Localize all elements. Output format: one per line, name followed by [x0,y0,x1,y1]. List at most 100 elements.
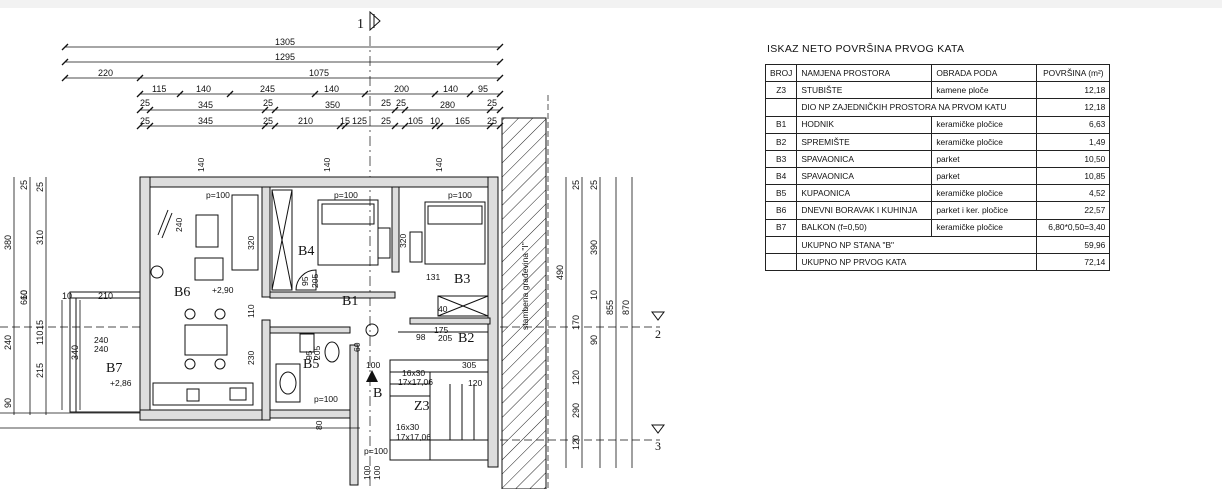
dim-label: 350 [325,100,340,110]
dim-label: 120 [571,435,581,450]
annotation: 100 [372,466,382,480]
dim-label: 140 [324,84,339,94]
cell-floor: parket [931,167,1038,186]
dim-label: 25 [35,182,45,192]
table-header-row: BROJ NAMJENA PROSTORA OBRADA PODA POVRŠI… [764,63,1111,83]
header-cell: BROJ [764,63,798,83]
dim-label: 1295 [275,52,295,62]
dim-label: 855 [605,300,615,315]
dim-label: 660 [19,290,29,305]
right-dimension-lines [500,177,660,468]
dim-label: 110 [35,331,45,345]
dim-label: 290 [571,403,581,418]
cell-floor: kamene ploče [931,81,1038,100]
annotation: p=100 [206,190,230,200]
cell-no: B4 [764,167,798,186]
cell-no [764,252,798,272]
table-row: B6 DNEVNI BORAVAK I KUHINJA parket i ker… [764,201,1111,220]
annotation: 60 [352,342,362,352]
annotation: 230 [246,351,256,365]
annotation: 240 [174,218,184,232]
annotation: 17x17,06 [398,377,433,387]
cell-area: 4,52 [1036,184,1111,203]
annotation: 16x30 [396,422,419,432]
section-mark-2-label: 2 [655,327,661,341]
annotation: 131 [426,272,440,282]
dim-label: 310 [35,230,45,245]
apartment-b-label: B [373,386,382,401]
cell-no: B1 [764,115,798,134]
cell-floor: keramičke pločice [931,115,1038,134]
cell-name: SPAVAONICA [796,149,933,169]
cell-area: 1,49 [1036,132,1111,151]
dim-label: 340 [70,345,80,360]
bathroom-fixtures [275,323,379,403]
annotation: p=100 [314,394,338,404]
cell-name: SPAVAONICA [796,167,933,186]
dim-label: 215 [35,363,45,378]
section-mark-1-label: 1 [357,17,364,32]
table-total-row: UKUPNO NP STANA "B" 59,96 [764,235,1111,254]
cell-name: UKUPNO NP PRVOG KATA [796,252,1037,272]
top-dimension-lines [61,43,504,130]
dim-label: 105 [408,116,423,126]
annotation: p=100 [334,190,358,200]
dim-label: 25 [263,116,273,126]
table-row: B7 BALKON (f=0,50) keramičke pločice 6,8… [764,218,1111,237]
misc-annotations: p=100 p=100 p=100 p=100 p=100 +2,90 +2,8… [94,158,482,480]
cell-floor: parket i ker. pločice [931,201,1038,220]
neighbour-building-label: stambena građevina "I" [520,242,530,330]
annotation: 80 [314,420,324,430]
dim-label: 10 [589,290,599,300]
dim-label: 15 [340,116,350,126]
room-b3-label: B3 [454,272,470,287]
cell-no: B3 [764,149,798,169]
dim-label: 90 [589,335,599,345]
cell-area: 59,96 [1036,235,1111,254]
table-row: B5 KUPAONICA keramičke pločice 4,52 [764,184,1111,203]
apartment-walls [139,176,499,486]
living-furniture [150,194,259,406]
annotation: 140 [434,158,444,172]
annotation: 175 [434,325,448,335]
room-b4-label: B4 [298,244,314,259]
dim-label: 165 [455,116,470,126]
cell-area: 22,57 [1036,201,1111,220]
cell-area: 12,18 [1036,81,1111,100]
annotation: p=100 [448,190,472,200]
right-dimension-labels: 490 390 855 870 170 90 120 290 120 25 10… [555,180,631,450]
table-title: ISKAZ NETO POVRŠINA PRVOG KATA [767,43,965,55]
top-dimension-labels: 1305 1295 220 1075 115 140 245 140 200 1… [98,37,497,126]
annotation: 205 [438,333,452,343]
left-dimension-lines [0,177,360,429]
header-cell: OBRADA PODA [931,63,1038,83]
annotation: 140 [196,158,206,172]
room-b2-label: B2 [458,331,474,346]
dim-label: 390 [589,240,599,255]
cell-area: 6,63 [1036,115,1111,134]
dim-label: 25 [381,116,391,126]
dim-label: 120 [571,370,581,385]
dim-label: 280 [440,100,455,110]
dim-label: 10 [430,116,440,126]
dim-label: 25 [487,116,497,126]
cell-floor: keramičke pločice [931,184,1038,203]
dim-label: 345 [198,116,213,126]
cell-no: B7 [764,218,798,237]
dim-label: 170 [571,315,581,330]
cell-area: 10,50 [1036,149,1111,169]
dim-label: 25 [263,98,273,108]
cell-name: BALKON (f=0,50) [796,218,933,237]
top-band [0,0,1222,8]
cell-name: HODNIK [796,115,933,134]
dim-label: 25 [571,180,581,190]
dim-label: 1305 [275,37,295,47]
cell-area: 72,14 [1036,252,1111,272]
section-mark-1 [369,10,381,489]
table-row: B1 HODNIK keramičke pločice 6,63 [764,115,1111,134]
dim-label: 210 [298,116,313,126]
table-row: B2 SPREMIŠTE keramičke pločice 1,49 [764,132,1111,151]
cell-floor: keramičke pločice [931,132,1038,151]
dim-label: 140 [443,84,458,94]
dim-label: 25 [396,98,406,108]
